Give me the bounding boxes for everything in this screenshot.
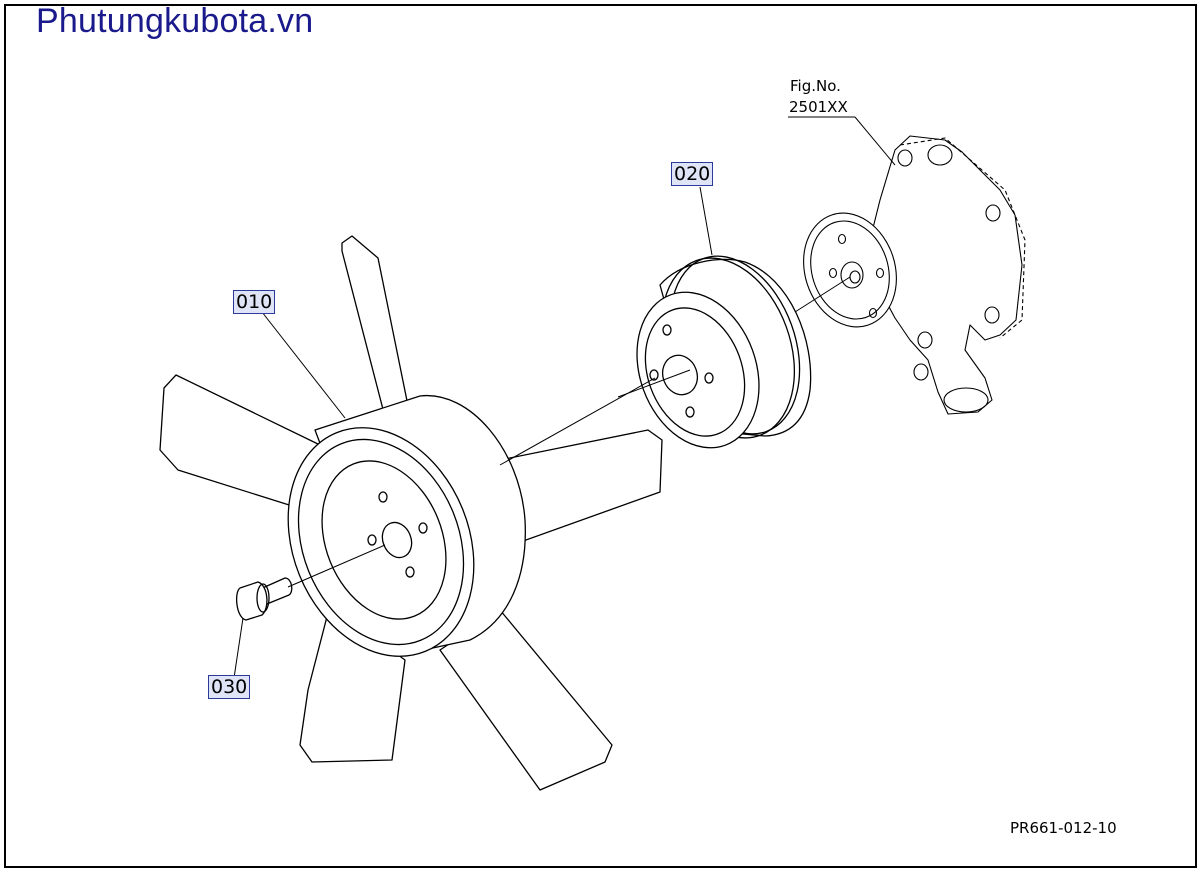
pump-boss <box>913 363 929 381</box>
bolt-part <box>235 577 293 621</box>
leader-020 <box>699 186 713 256</box>
water-pump-housing <box>803 135 1026 415</box>
pulley-face-inner <box>644 307 746 437</box>
flange-hole <box>868 307 878 319</box>
fig-no-number[interactable]: 2501XX <box>789 98 848 116</box>
pulley-center-hole <box>661 354 699 396</box>
fan-hub-face-outer <box>287 427 475 657</box>
pulley-assembly <box>636 255 812 449</box>
bolt-washer <box>256 583 270 613</box>
leader-fig <box>854 116 896 166</box>
fan-bolt-hole <box>378 491 388 503</box>
fan-hub-face-inner <box>321 460 447 620</box>
flange-hole <box>875 267 885 279</box>
fan-bolt-hole <box>367 534 377 546</box>
fan-bolt-hole <box>405 566 415 578</box>
fan-bolt-hole <box>418 522 428 534</box>
fan-assembly <box>159 235 663 791</box>
pulley-bolt-hole <box>685 406 695 418</box>
pulley-bolt-hole <box>662 324 672 336</box>
axis-pulley-to-pump <box>794 276 851 313</box>
pump-port <box>927 144 953 166</box>
pump-boss <box>917 331 933 349</box>
pulley-bolt-hole <box>704 372 714 384</box>
fig-no-label: Fig.No. <box>790 77 841 95</box>
site-title: Phutungkubota.vn <box>36 2 314 40</box>
bolt-head <box>235 581 268 621</box>
pump-gasket-dashed <box>899 137 1026 339</box>
pump-shaft <box>840 261 864 289</box>
assembly-axis-lines <box>233 116 896 679</box>
pump-boss <box>985 204 1001 222</box>
callout-020[interactable]: 020 <box>671 162 714 186</box>
flange-hole <box>837 233 847 245</box>
callout-010[interactable]: 010 <box>233 290 276 314</box>
pulley-bolt-hole <box>649 369 659 381</box>
pulley-face-outer <box>636 291 760 449</box>
pump-flange <box>803 212 897 328</box>
axis-fan-pulley-lower <box>617 369 691 398</box>
pump-body-outline <box>869 135 1023 415</box>
fan-hub-face-rim <box>297 438 465 646</box>
pump-boss <box>897 149 913 167</box>
callout-030[interactable]: 030 <box>208 675 251 699</box>
axis-bolt-to-fan <box>287 544 386 588</box>
pump-boss <box>984 306 1000 324</box>
pump-outlet <box>943 387 989 413</box>
pump-flange-inner <box>810 220 890 320</box>
drawing-code: PR661-012-10 <box>1010 819 1117 837</box>
leader-030 <box>233 617 244 679</box>
leader-010 <box>261 311 346 419</box>
flange-hole <box>828 267 838 279</box>
